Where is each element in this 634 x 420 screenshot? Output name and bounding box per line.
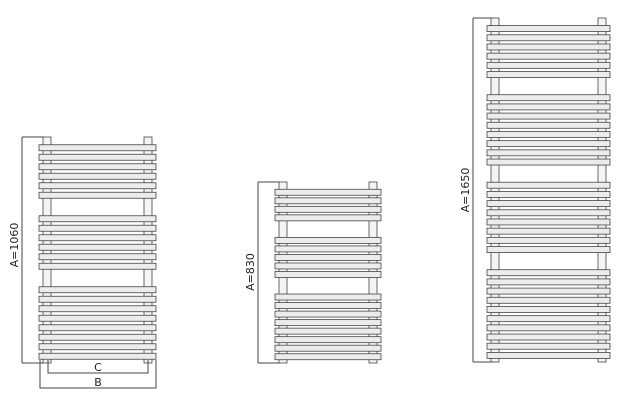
radiator-bar: [38, 286, 157, 294]
radiator-bar: [274, 197, 382, 205]
radiator-bar: [486, 103, 611, 111]
radiator-bar: [274, 214, 382, 222]
radiator-bar: [486, 269, 611, 277]
radiator-large: A=1650: [459, 17, 611, 363]
radiator-bar: [486, 140, 611, 148]
width-label-b: B: [94, 376, 102, 389]
radiator-bar: [486, 296, 611, 304]
radiator-bar: [38, 191, 157, 199]
radiator-bar: [486, 236, 611, 244]
radiator-bar: [274, 327, 382, 335]
radiator-bar: [274, 310, 382, 318]
radiator-bar: [486, 278, 611, 286]
radiator-bar: [486, 287, 611, 295]
radiator-bar: [38, 215, 157, 223]
radiator-bar: [38, 262, 157, 270]
right-post: [597, 17, 607, 363]
radiator-bar: [38, 172, 157, 180]
radiator-bar: [486, 43, 611, 51]
radiator-bar: [486, 112, 611, 120]
width-dimension-c: [47, 360, 149, 374]
height-label: A=1060: [8, 223, 21, 268]
radiator-bar: [274, 302, 382, 309]
height-label: A=1650: [459, 168, 472, 213]
radiator-bar: [274, 271, 382, 278]
radiator-bar: [274, 262, 382, 270]
radiator-bar: [486, 25, 611, 32]
radiator-bar: [486, 333, 611, 341]
radiator-bar: [486, 306, 611, 313]
radiator-bar: [486, 94, 611, 102]
radiator-bar: [38, 224, 157, 232]
radiator-bar: [486, 181, 611, 189]
radiator-bar: [486, 191, 611, 198]
radiator-bar: [38, 253, 157, 261]
radiator-bar: [274, 254, 382, 261]
radiator-medium: A=830: [244, 181, 382, 364]
radiator-bar: [38, 333, 157, 341]
radiator-bar: [486, 131, 611, 138]
radiator-bar: [486, 52, 611, 60]
radiator-bar: [486, 352, 611, 359]
radiator-bar: [486, 149, 611, 157]
radiator-bar: [38, 295, 157, 303]
radiator-body: [274, 181, 382, 364]
radiator-bar: [486, 342, 611, 350]
radiator-bar: [486, 34, 611, 42]
height-label: A=830: [244, 253, 257, 291]
radiator-bar: [486, 158, 611, 166]
width-dimension-b: [39, 360, 157, 389]
radiator-body: [486, 17, 611, 363]
radiator-small: A=1060 C B: [8, 136, 157, 389]
radiator-bar: [38, 305, 157, 313]
radiator-bar: [486, 200, 611, 207]
radiator-bar: [38, 343, 157, 351]
radiator-bar: [38, 324, 157, 332]
radiator-bar: [274, 245, 382, 253]
radiator-bar: [274, 344, 382, 352]
radiator-bar: [38, 153, 157, 161]
radiator-bar: [486, 315, 611, 323]
radiator-bar: [274, 336, 382, 344]
radiator-bar: [486, 71, 611, 78]
radiator-bar: [486, 227, 611, 235]
radiator-bar: [38, 234, 157, 242]
radiator-bar: [486, 209, 611, 217]
radiator-bar: [486, 61, 611, 69]
radiator-bar: [274, 293, 382, 301]
radiator-bar: [274, 319, 382, 327]
radiator-bar: [274, 188, 382, 196]
radiator-bar: [274, 236, 382, 244]
left-post: [490, 17, 500, 363]
width-label-c: C: [94, 361, 102, 374]
width-dimensions: C B: [39, 360, 157, 389]
radiator-bar: [486, 324, 611, 332]
radiator-bar: [486, 218, 611, 226]
radiator-bar: [38, 182, 157, 190]
radiator-bar: [38, 144, 157, 152]
radiator-bar: [274, 353, 382, 361]
radiator-bar: [274, 205, 382, 213]
radiator-bar: [486, 246, 611, 253]
radiator-bar: [486, 121, 611, 129]
radiator-bar: [38, 314, 157, 322]
radiator-body: [38, 136, 157, 364]
radiator-bar: [38, 163, 157, 171]
radiator-bar: [38, 243, 157, 251]
radiator-bar: [38, 352, 157, 360]
